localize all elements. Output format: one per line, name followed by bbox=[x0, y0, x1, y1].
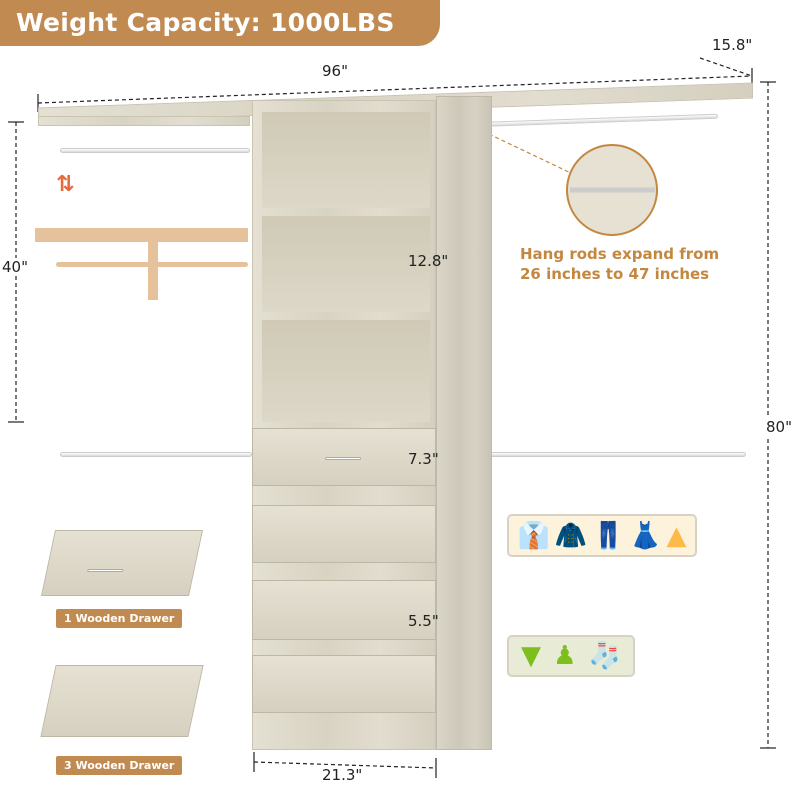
top-drawer[interactable] bbox=[252, 428, 436, 486]
closet-tower bbox=[252, 100, 436, 750]
left-upper-rod bbox=[60, 148, 250, 153]
shirt-icon: 👔 bbox=[517, 520, 550, 551]
width-label: 96" bbox=[322, 62, 348, 80]
drawer-label-2: 3 Wooden Drawer bbox=[56, 756, 183, 775]
sock-icon: 🧦 bbox=[588, 641, 621, 671]
folded-clothes-icons: ▼ ♟ 🧦 bbox=[507, 635, 635, 677]
ghost-bracket bbox=[148, 242, 158, 300]
bin-drawer-3[interactable] bbox=[252, 655, 436, 713]
cubby-1 bbox=[262, 112, 430, 208]
tower-width-label: 21.3" bbox=[322, 766, 363, 784]
weight-capacity-banner: Weight Capacity: 1000LBS bbox=[0, 0, 440, 46]
single-drawer-image bbox=[40, 530, 204, 596]
bin-drawer-2[interactable] bbox=[252, 580, 436, 640]
left-lower-rod bbox=[60, 452, 252, 457]
callout-text: Hang rods expand from 26 inches to 47 in… bbox=[520, 244, 719, 284]
callout-line-2: 26 inches to 47 inches bbox=[520, 265, 710, 283]
bin-drawer-1[interactable] bbox=[252, 505, 436, 563]
cubby-2 bbox=[262, 216, 430, 312]
shelf-gap-label: 12.8" bbox=[408, 252, 449, 270]
left-shelf bbox=[38, 116, 250, 126]
right-lower-rod bbox=[462, 452, 746, 457]
pants-icon: 👖 bbox=[591, 520, 625, 551]
hanging-clothes-icons: 👔 🧥 👖 👗 ▲ bbox=[507, 514, 697, 557]
total-height-label: 80" bbox=[766, 418, 792, 436]
drawer-gap-label: 5.5" bbox=[408, 612, 439, 630]
drawer-label-1: 1 Wooden Drawer bbox=[56, 609, 183, 628]
underwear-icon: ▼ bbox=[521, 641, 542, 671]
adjustable-shelf-ghost bbox=[35, 228, 248, 242]
drawer-top-label: 7.3" bbox=[408, 450, 439, 468]
baby-onesie-icon: ♟ bbox=[553, 641, 577, 671]
skirt-icon: ▲ bbox=[666, 520, 687, 551]
tower-side-panel bbox=[436, 96, 492, 750]
depth-label: 15.8" bbox=[712, 36, 753, 54]
jacket-icon: 🧥 bbox=[554, 520, 588, 551]
adjust-arrows-icon: ⇅ bbox=[56, 172, 75, 197]
bin-drawer-image bbox=[40, 665, 204, 737]
callout-line-1: Hang rods expand from bbox=[520, 245, 720, 263]
adjust-height-label: 40" bbox=[2, 258, 28, 276]
dress-icon: 👗 bbox=[629, 520, 662, 551]
cubby-3 bbox=[262, 320, 430, 422]
